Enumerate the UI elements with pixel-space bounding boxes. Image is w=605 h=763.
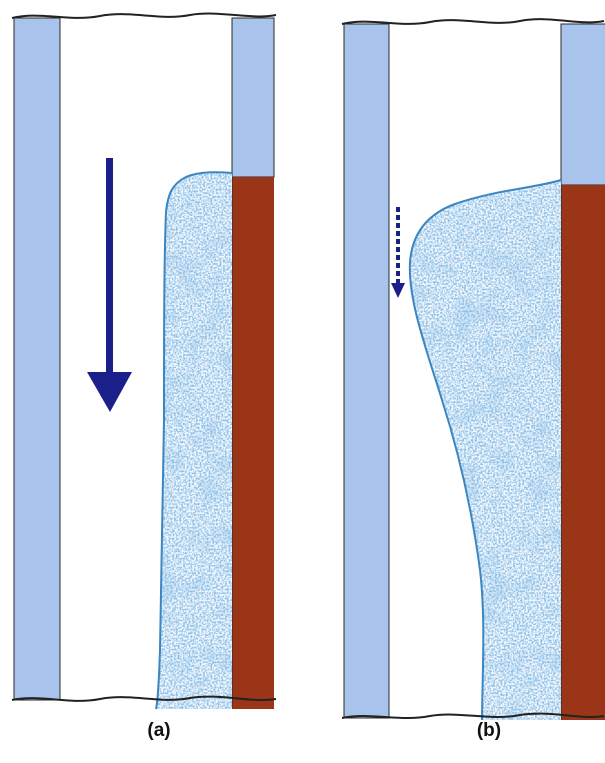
panel-b xyxy=(330,0,605,720)
deposit-layer xyxy=(150,165,240,715)
top-edge xyxy=(12,14,276,18)
panel-a-label: (a) xyxy=(119,720,199,742)
dashed-flow-arrow xyxy=(391,207,405,298)
left-wall xyxy=(14,18,60,700)
heated-section xyxy=(232,177,274,709)
top-edge xyxy=(342,19,604,24)
right-wall-upper xyxy=(232,18,274,177)
panel-a xyxy=(0,0,290,720)
heated-section xyxy=(561,185,605,720)
solid-flow-arrow xyxy=(87,158,132,412)
panel-b-label: (b) xyxy=(449,720,529,742)
left-wall xyxy=(344,24,389,718)
deposit-layer xyxy=(400,175,570,720)
right-wall-upper xyxy=(561,24,605,185)
